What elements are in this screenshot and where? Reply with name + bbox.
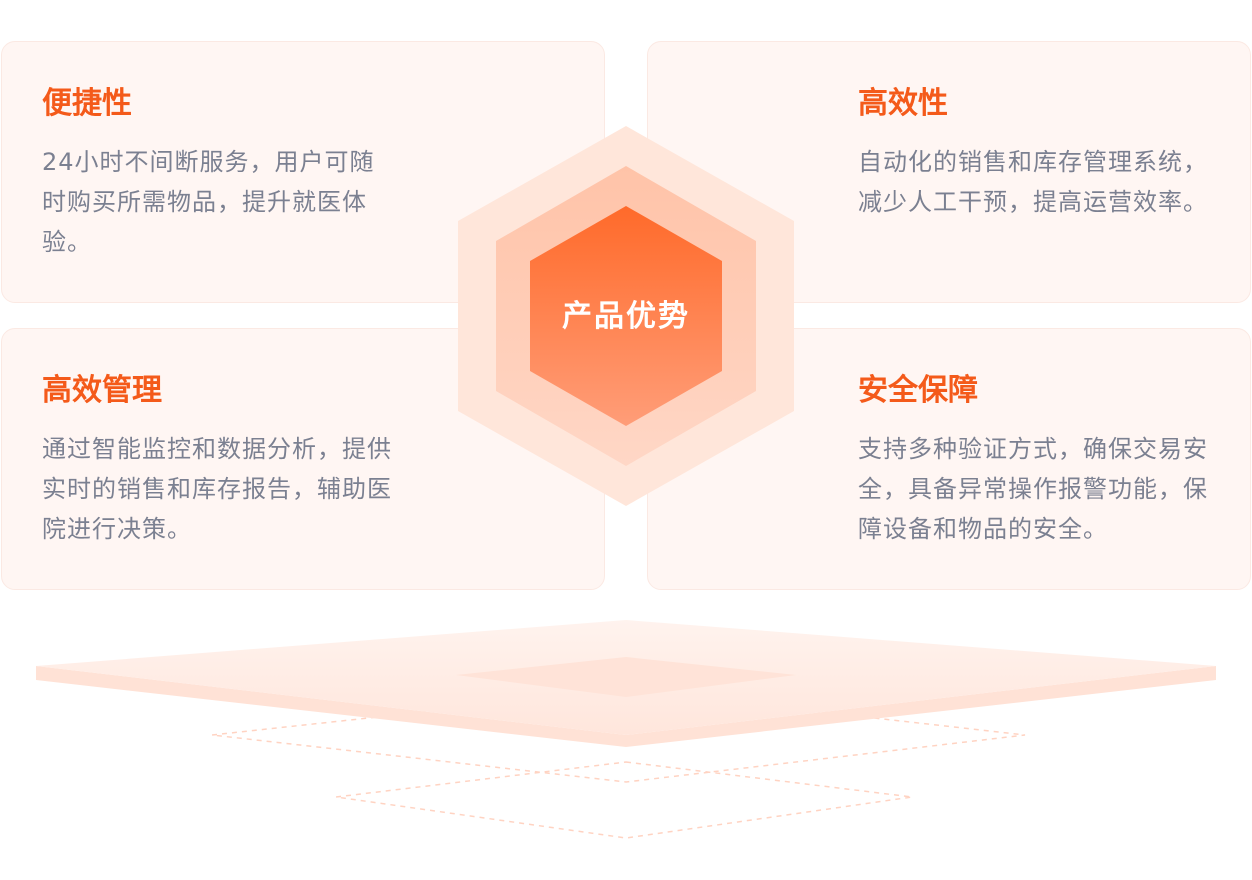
advantage-card-management: 高效管理 通过智能监控和数据分析，提供实时的销售和库存报告，辅助医院进行决策。 (1, 328, 605, 590)
hexagon-inner (530, 206, 722, 426)
advantage-card-efficiency: 高效性 自动化的销售和库存管理系统，减少人工干预，提高运营效率。 (647, 41, 1251, 303)
platform-slab-edge (36, 666, 1216, 747)
platform-dashed-layer (211, 689, 1026, 783)
hexagon-emblem (458, 126, 794, 506)
card-title: 安全保障 (858, 373, 978, 408)
card-title: 便捷性 (42, 86, 132, 121)
card-description: 通过智能监控和数据分析，提供实时的销售和库存报告，辅助医院进行决策。 (42, 435, 392, 543)
card-title: 高效管理 (42, 373, 162, 408)
advantage-card-convenience: 便捷性 24小时不间断服务，用户可随时购买所需物品，提升就医体验。 (1, 41, 605, 303)
card-description: 支持多种验证方式，确保交易安全，具备异常操作报警功能，保障设备和物品的安全。 (858, 435, 1208, 543)
card-description: 24小时不间断服务，用户可随时购买所需物品，提升就医体验。 (42, 148, 375, 256)
card-description: 自动化的销售和库存管理系统，减少人工干预，提高运营效率。 (858, 148, 1208, 216)
platform-center-mark (456, 657, 796, 697)
card-title: 高效性 (858, 86, 948, 121)
center-label: 产品优势 (562, 299, 690, 334)
platform-decoration (36, 620, 1216, 839)
platform-dashed-layer (335, 761, 913, 839)
